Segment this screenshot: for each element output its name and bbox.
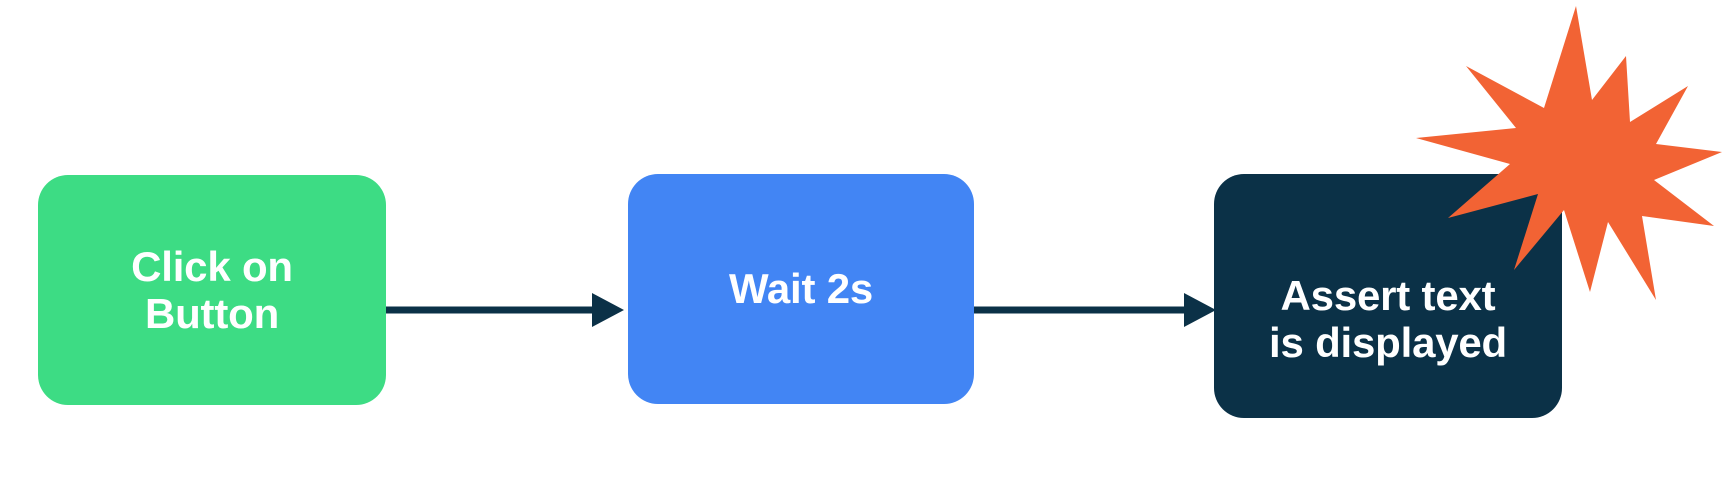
arrowhead-icon [592, 293, 624, 327]
node-click-on-button-label: Click on Button [131, 242, 293, 337]
node-assert-text-is-displayed[interactable]: Assert text is displayed [1214, 174, 1562, 418]
node-click-on-button[interactable]: Click on Button [38, 175, 386, 405]
arrowhead-icon [1184, 293, 1216, 327]
node-wait-2s[interactable]: Wait 2s [628, 174, 974, 404]
node-assert-text-is-displayed-label: Assert text is displayed [1268, 271, 1508, 366]
node-wait-2s-label: Wait 2s [728, 265, 874, 313]
